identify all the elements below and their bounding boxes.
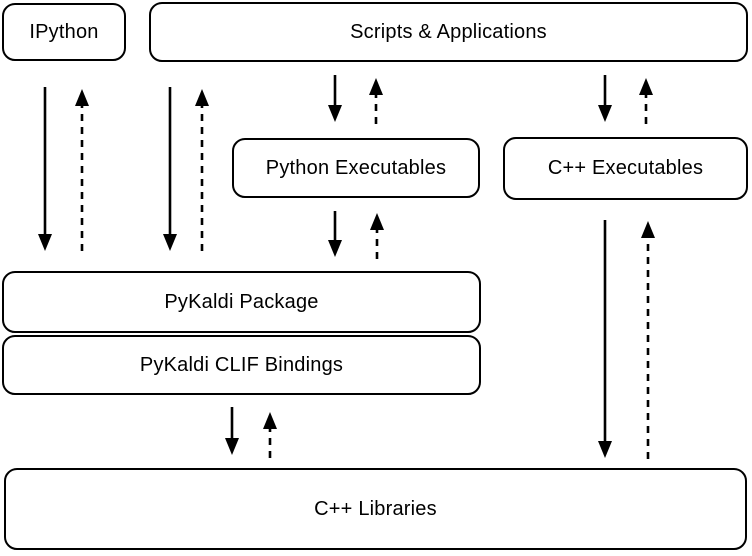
arrow-python-executables-to-scripts-return bbox=[369, 78, 383, 124]
node-ipython-label: IPython bbox=[29, 20, 99, 43]
arrow-pykaldi-clif-bindings-to-cpp-libraries bbox=[225, 407, 239, 455]
arrow-cpp-executables-to-cpp-libraries bbox=[598, 220, 612, 458]
node-pykaldi-clif-bindings: PyKaldi CLIF Bindings bbox=[2, 335, 481, 395]
node-ipython: IPython bbox=[2, 3, 126, 61]
arrow-cpp-executables-to-scripts-return bbox=[639, 78, 653, 124]
node-pykaldi-package-label: PyKaldi Package bbox=[164, 290, 319, 313]
arrow-pykaldi-package-to-ipython-return bbox=[75, 89, 89, 251]
arrow-ipython-to-pykaldi-package bbox=[38, 87, 52, 251]
arrow-scripts-to-python-executables bbox=[328, 75, 342, 122]
node-pykaldi-package: PyKaldi Package bbox=[2, 271, 481, 333]
node-scripts-and-applications-label: Scripts & Applications bbox=[350, 20, 547, 43]
arrow-pykaldi-package-to-python-executables-return bbox=[370, 213, 384, 259]
node-cpp-executables-label: C++ Executables bbox=[547, 157, 704, 179]
node-cpp-executables: C++ Executables bbox=[503, 137, 748, 200]
node-python-executables-label: Python Executables bbox=[265, 156, 447, 179]
arrow-scripts-to-pykaldi-package bbox=[163, 87, 177, 251]
node-pykaldi-clif-bindings-label: PyKaldi CLIF Bindings bbox=[139, 353, 344, 376]
arrow-scripts-to-cpp-executables bbox=[598, 75, 612, 122]
arrow-python-executables-to-pykaldi-package bbox=[328, 211, 342, 257]
node-python-executables: Python Executables bbox=[232, 138, 480, 198]
arrow-pykaldi-package-to-scripts-return bbox=[195, 89, 209, 251]
arrow-cpp-libraries-to-cpp-executables-return bbox=[641, 221, 655, 459]
node-cpp-libraries: C++ Libraries bbox=[4, 468, 747, 550]
node-cpp-libraries-label: C++ Libraries bbox=[314, 497, 437, 520]
arrow-cpp-libraries-to-pykaldi-clif-bindings-return bbox=[263, 412, 277, 458]
node-scripts-and-applications: Scripts & Applications bbox=[149, 2, 748, 62]
